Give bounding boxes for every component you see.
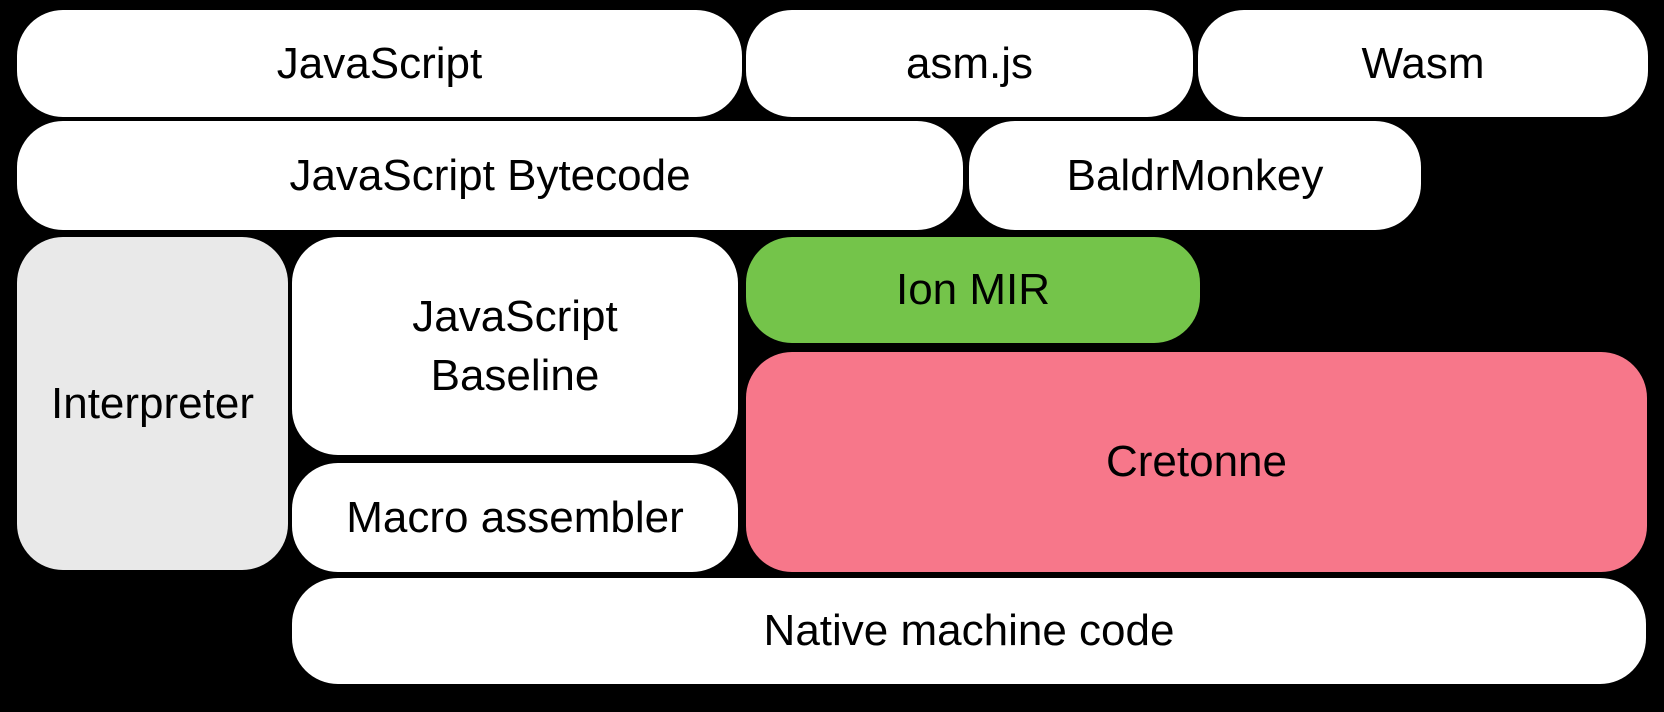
- node-javascript: JavaScript: [17, 10, 742, 117]
- node-macro-assembler: Macro assembler: [292, 463, 738, 572]
- node-javascript-baseline: JavaScript Baseline: [292, 237, 738, 455]
- node-cretonne: Cretonne: [746, 352, 1647, 572]
- node-ion-mir: Ion MIR: [746, 237, 1200, 343]
- node-baldrmonkey: BaldrMonkey: [969, 121, 1421, 230]
- node-native-machine-code: Native machine code: [292, 578, 1646, 684]
- node-javascript-bytecode: JavaScript Bytecode: [17, 121, 963, 230]
- node-interpreter: Interpreter: [17, 237, 288, 570]
- node-asmjs: asm.js: [746, 10, 1193, 117]
- node-wasm: Wasm: [1198, 10, 1648, 117]
